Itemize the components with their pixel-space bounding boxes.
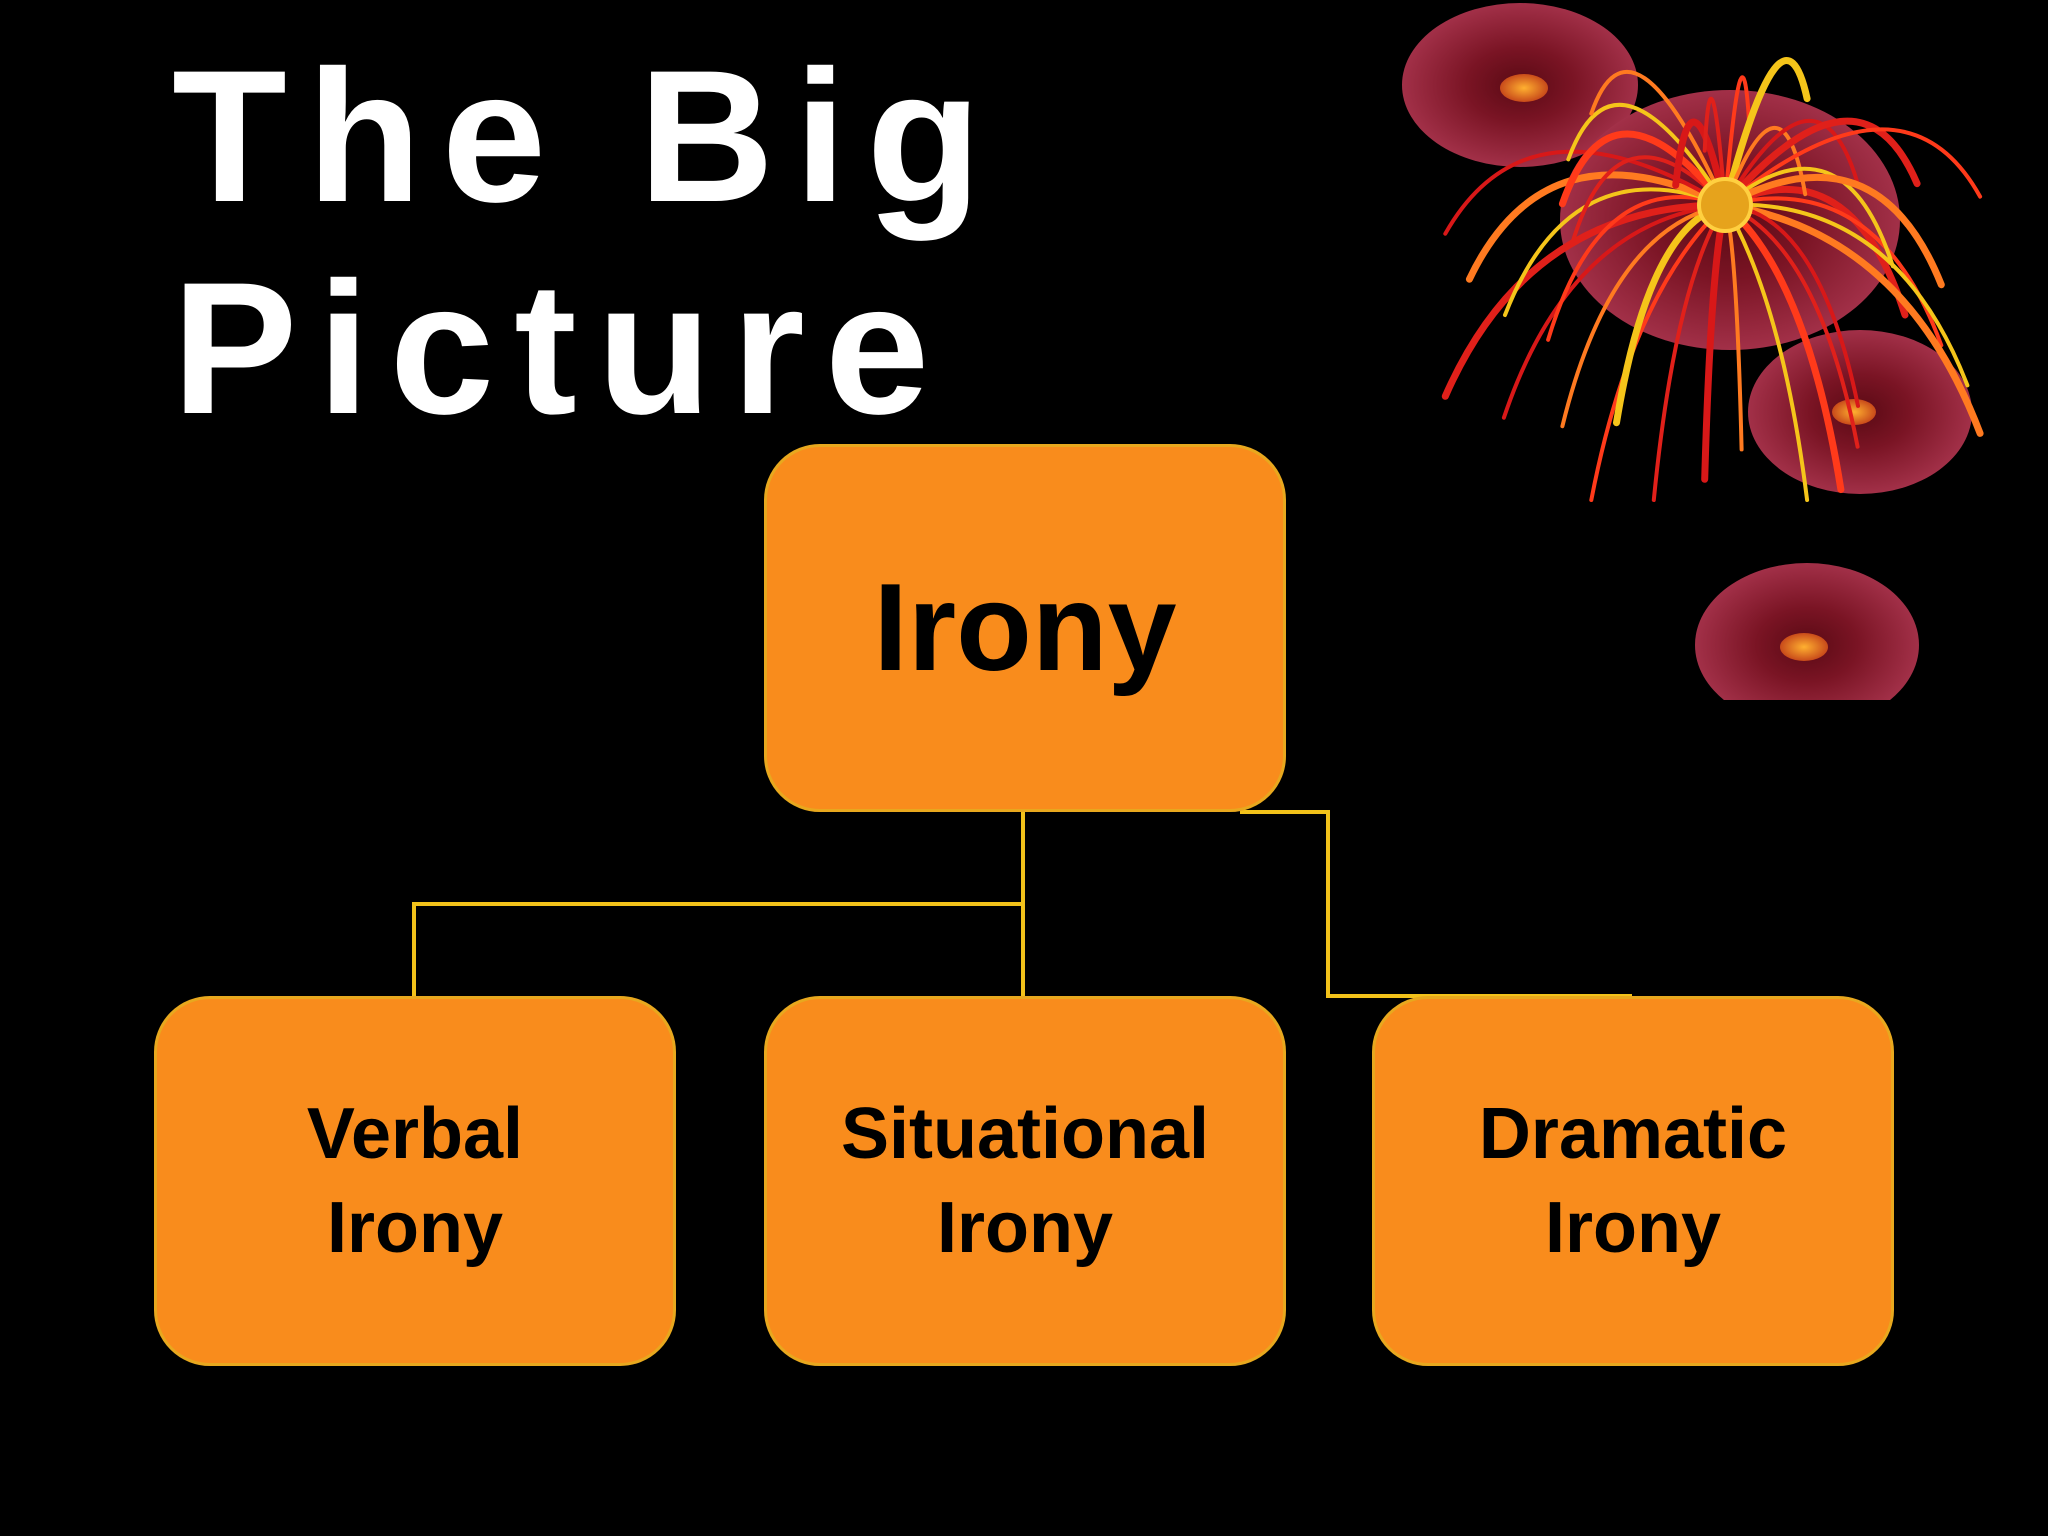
firework-ray [1546, 195, 1727, 342]
firework-ray [1723, 75, 1751, 207]
firework-ray [1589, 203, 1727, 502]
firework-ray [1558, 130, 1729, 209]
firework-ray [1702, 96, 1727, 207]
firework-ray [1560, 203, 1727, 429]
node-verbal-irony-label: Verbal Irony [306, 1094, 524, 1268]
firework-ray [1723, 118, 1860, 207]
firework-ray [1721, 117, 1921, 209]
node-verbal-irony: Verbal Irony [154, 996, 676, 1366]
firework-ray [1672, 118, 1729, 209]
orb-4 [1695, 563, 1919, 700]
connector-to-verbal [412, 902, 1023, 996]
node-irony-label: Irony [873, 559, 1177, 697]
node-situational-irony: Situational Irony [764, 996, 1286, 1366]
node-irony: Irony [764, 444, 1286, 812]
slide-title: The Big Picture [172, 30, 1001, 454]
node-dramatic-irony-label: Dramatic Irony [1478, 1094, 1788, 1268]
firework-ray [1723, 166, 1895, 269]
firework-ray [1721, 57, 1811, 209]
node-dramatic-irony: Dramatic Irony [1372, 996, 1894, 1366]
firework-ray [1570, 155, 1727, 246]
firework-ray [1721, 201, 1984, 437]
firework-ray [1589, 69, 1727, 207]
firework-ray [1501, 203, 1727, 420]
firework-ray [1566, 102, 1727, 207]
title-line-2: Picture [172, 243, 950, 453]
firework-ray [1721, 201, 1845, 494]
node-situational-irony-label: Situational Irony [840, 1094, 1209, 1268]
firework-ray [1723, 203, 1810, 502]
firework-ray [1503, 187, 1727, 317]
firework-ray [1723, 202, 1970, 388]
firework-icon [1402, 3, 1984, 700]
firework-ray [1723, 126, 1808, 207]
firework-ray [1723, 127, 1983, 207]
firework-ray [1721, 173, 1945, 289]
title-line-1: The Big [172, 31, 1002, 241]
firework-ray [1441, 201, 1729, 400]
connector-to-dramatic [1240, 810, 1632, 998]
